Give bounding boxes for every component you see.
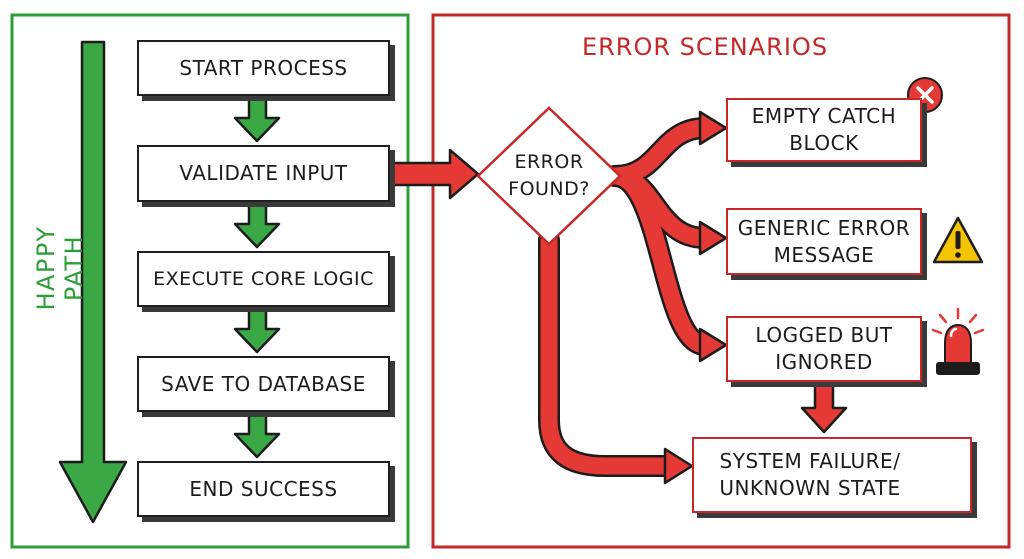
outcome-logged-but-ignored: LOGGED BUT IGNORED	[726, 316, 922, 382]
branch-arrows	[604, 117, 716, 356]
outcome-system-failure: SYSTEM FAILURE/ UNKNOWN STATE	[692, 437, 972, 513]
outcome-label: EMPTY CATCH BLOCK	[751, 104, 897, 155]
decision-to-failure-arrow	[538, 229, 681, 477]
step-label: END SUCCESS	[189, 476, 338, 501]
happy-path-title: HAPPY PATH	[32, 225, 88, 311]
error-scenarios-panel	[431, 13, 1011, 549]
decision-diamond	[476, 106, 622, 246]
outcome-empty-catch-block: EMPTY CATCH BLOCK	[726, 98, 922, 162]
arrowhead-empty-catch	[698, 110, 728, 146]
step-arrow-3	[233, 307, 281, 354]
happy-path-panel	[10, 13, 410, 549]
step-label: SAVE TO DATABASE	[161, 371, 366, 396]
ignored-to-failure-arrow	[800, 382, 848, 434]
step-label: VALIDATE INPUT	[179, 161, 348, 185]
step-validate-input: VALIDATE INPUT	[137, 145, 390, 202]
arrowhead-system-failure	[663, 447, 694, 485]
outcome-label: GENERIC ERROR MESSAGE	[737, 215, 911, 267]
step-arrow-4	[233, 412, 281, 459]
step-label: START PROCESS	[179, 55, 348, 80]
step-arrow-2	[233, 202, 281, 249]
warning-triangle-icon	[932, 216, 984, 264]
arrowhead-logged-ignored	[698, 327, 728, 363]
step-end-success: END SUCCESS	[137, 461, 390, 517]
step-save-to-database: SAVE TO DATABASE	[137, 356, 390, 412]
step-start-process: START PROCESS	[137, 40, 390, 96]
error-scenarios-title: ERROR SCENARIOS	[581, 33, 829, 61]
decision-label: ERROR FOUND?	[508, 151, 590, 200]
step-label: EXECUTE CORE LOGIC	[153, 267, 374, 290]
outcome-generic-error-message: GENERIC ERROR MESSAGE	[726, 208, 922, 275]
happy-path-long-arrow	[58, 40, 128, 524]
arrowhead-generic-error	[698, 220, 728, 256]
step-arrow-1	[233, 96, 281, 143]
outcome-label: SYSTEM FAILURE/ UNKNOWN STATE	[719, 449, 901, 500]
to-decision-arrow	[390, 148, 480, 200]
step-execute-core-logic: EXECUTE CORE LOGIC	[137, 251, 390, 307]
alarm-siren-icon	[931, 307, 985, 375]
outcome-label: LOGGED BUT IGNORED	[755, 323, 893, 374]
